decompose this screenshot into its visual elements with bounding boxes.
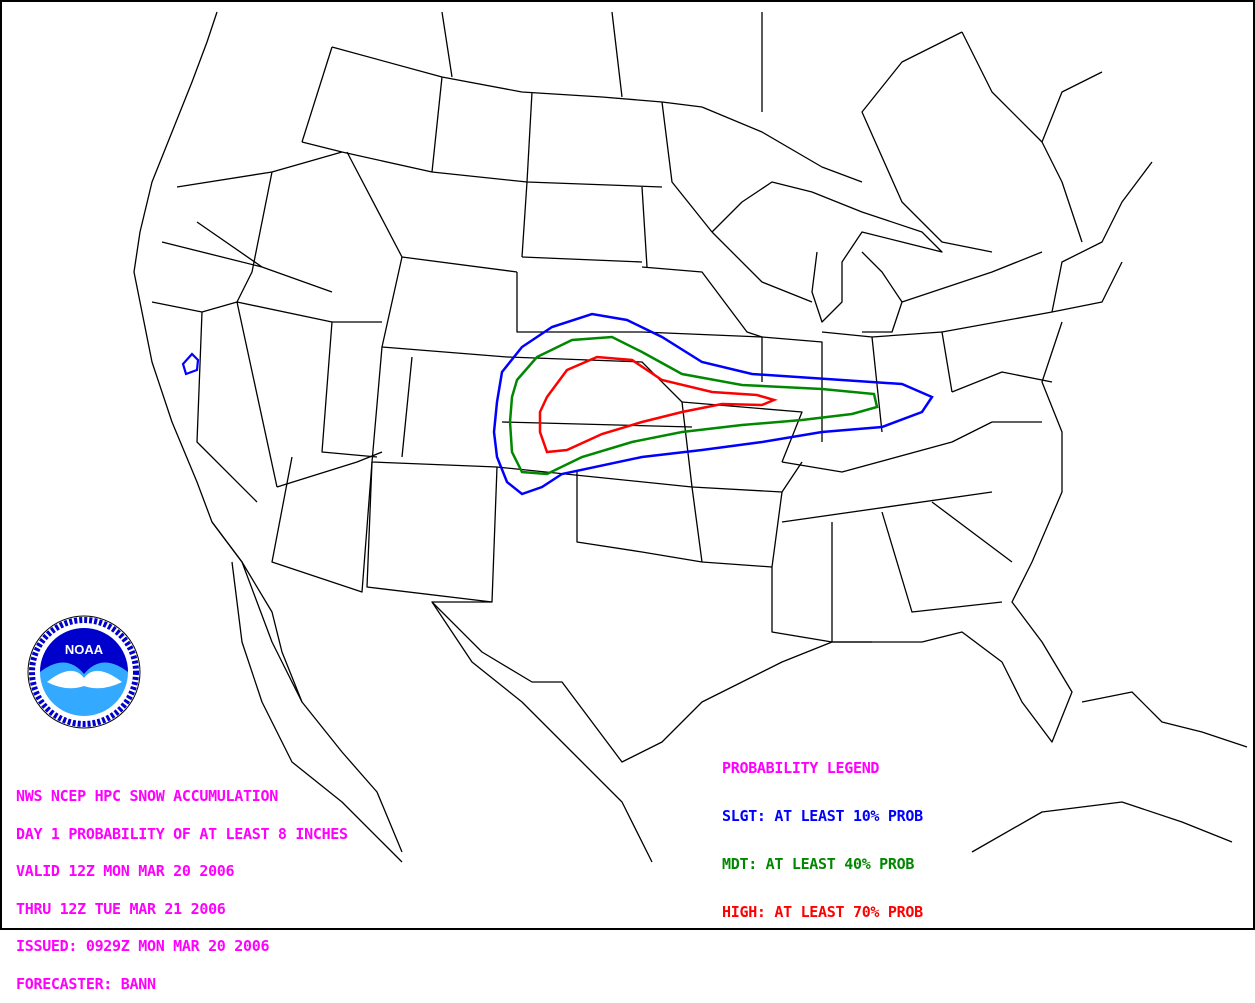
us-map: NOAA — [27, 11, 1248, 863]
probability-legend: PROBABILITY LEGEND SLGT: AT LEAST 10% PR… — [722, 728, 923, 936]
noaa-logo: NOAA — [27, 615, 141, 729]
forecast-header: NWS NCEP HPC SNOW ACCUMULATION DAY 1 PRO… — [16, 765, 348, 1003]
noaa-logo-text: NOAA — [65, 642, 104, 657]
contour-slgt — [181, 312, 934, 496]
header-line-4: THRU 12Z TUE MAR 21 2006 — [16, 899, 226, 918]
header-line-5: ISSUED: 0929Z MON MAR 20 2006 — [16, 937, 270, 955]
contour-mdt — [508, 335, 879, 476]
header-line-6: FORECASTER: BANN — [16, 974, 156, 993]
legend-item-slgt: SLGT: AT LEAST 10% PROB — [722, 807, 923, 825]
legend-title: PROBABILITY LEGEND — [722, 759, 880, 777]
contour-high — [538, 355, 778, 454]
boundary-lines — [133, 11, 1248, 863]
legend-item-mdt: MDT: AT LEAST 40% PROB — [722, 855, 915, 873]
header-line-2: DAY 1 PROBABILITY OF AT LEAST 8 INCHES — [16, 824, 348, 843]
header-line-3: VALID 12Z MON MAR 20 2006 — [16, 862, 235, 880]
legend-item-high: HIGH: AT LEAST 70% PROB — [722, 903, 923, 921]
header-line-1: NWS NCEP HPC SNOW ACCUMULATION — [16, 787, 278, 805]
